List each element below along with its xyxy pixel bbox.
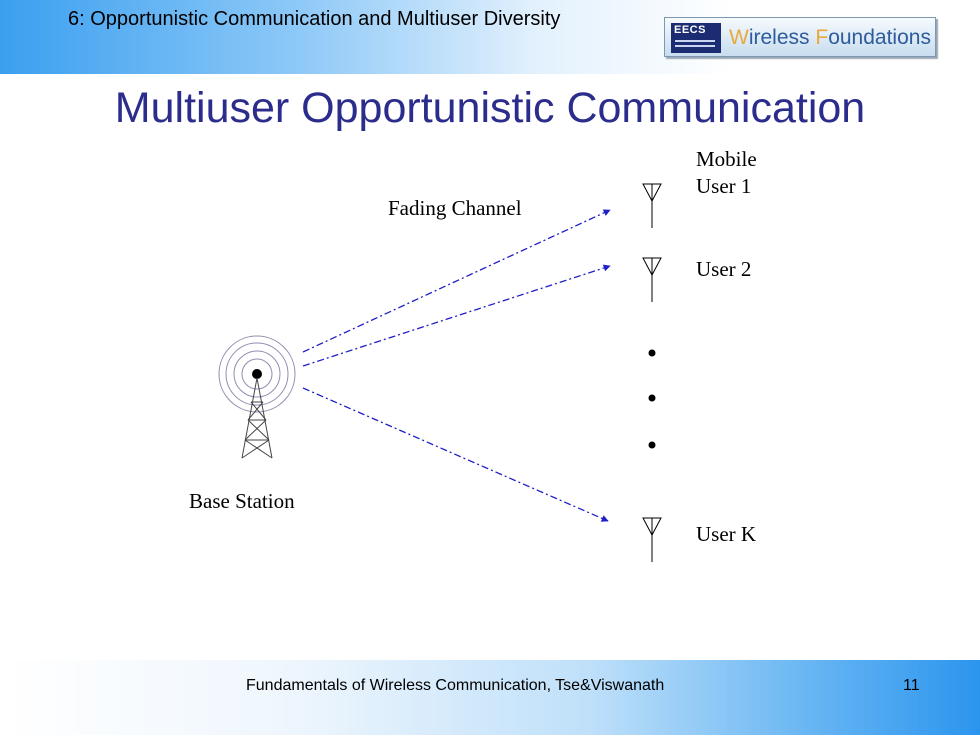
- fading-channel-label: Fading Channel: [388, 196, 522, 220]
- page-number: 11: [903, 677, 920, 694]
- user-1-label: User 1: [696, 174, 751, 198]
- slide-title: Multiuser Opportunistic Communication: [114, 84, 866, 132]
- ellipsis-dots: [648, 349, 656, 449]
- chapter-title: 6: Opportunistic Communication and Multi…: [68, 8, 561, 30]
- eecs-badge-lines: [675, 40, 715, 50]
- user-2-label: User 2: [696, 257, 751, 281]
- wireless-foundations-wordmark: Wireless Foundations: [729, 26, 931, 49]
- eecs-badge: EECS: [671, 23, 721, 53]
- footer-band: [0, 660, 980, 735]
- fading-channel-links: [302, 209, 611, 522]
- eecs-badge-text: EECS: [674, 24, 706, 36]
- mobile-label: Mobile: [696, 147, 757, 171]
- user-k-antenna-icon: [642, 517, 662, 562]
- link-user-k: [302, 387, 609, 522]
- wireless-foundations-logo: EECS Wireless Foundations: [664, 17, 936, 57]
- base-station-icon: [218, 335, 296, 459]
- user-1-antenna-icon: [642, 183, 662, 228]
- footer-citation: Fundamentals of Wireless Communication, …: [246, 677, 665, 694]
- link-user-2: [302, 264, 611, 367]
- link-user-1: [302, 209, 611, 353]
- user-k-label: User K: [696, 522, 756, 546]
- user-2-antenna-icon: [642, 257, 662, 302]
- base-station-label: Base Station: [189, 489, 295, 513]
